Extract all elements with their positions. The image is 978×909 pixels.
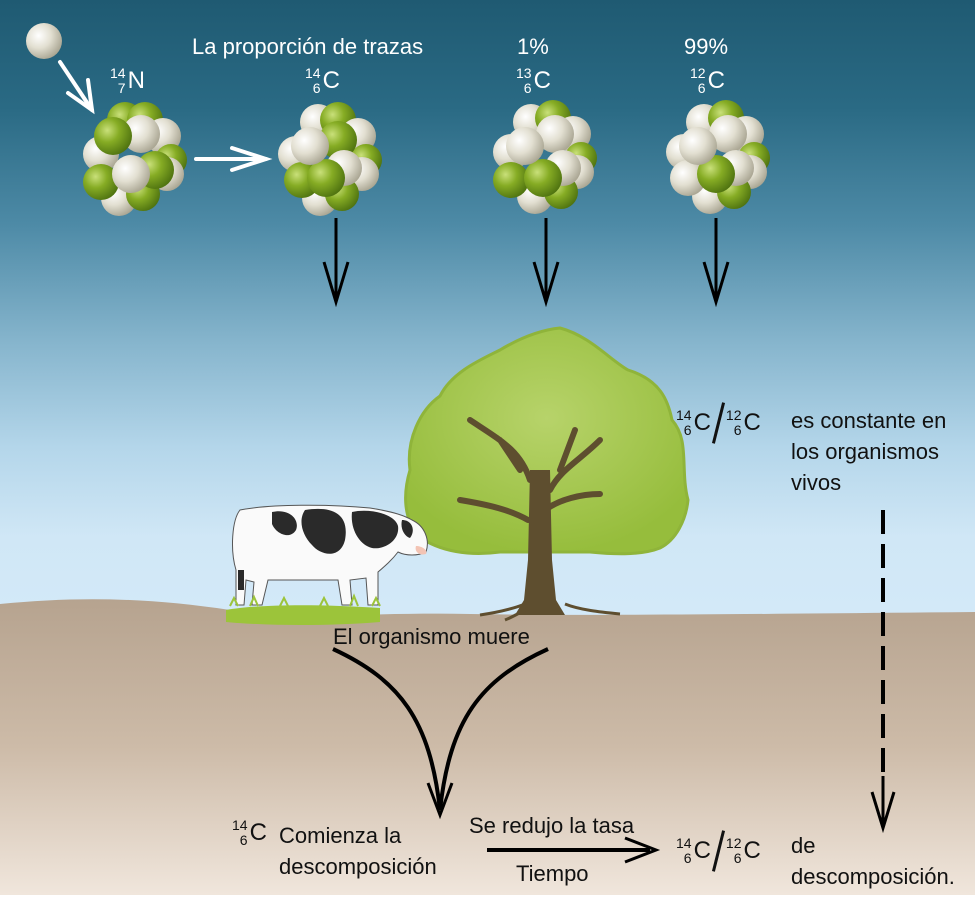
text-line: descomposición. bbox=[791, 864, 955, 889]
text-line: de bbox=[791, 833, 816, 858]
atomic-number: 6 bbox=[523, 80, 532, 96]
arrow-down-icon bbox=[532, 218, 560, 308]
element-symbol: C bbox=[743, 837, 761, 864]
element-symbol: C bbox=[322, 67, 340, 94]
arrow-down-icon bbox=[702, 218, 730, 308]
element-symbol: C bbox=[743, 409, 761, 436]
carbon-13-nucleus-icon bbox=[493, 100, 597, 214]
text-line: Comienza la bbox=[279, 823, 402, 848]
atomic-number: 6 bbox=[697, 80, 706, 96]
nitrogen-14-nucleus-icon bbox=[83, 102, 187, 216]
atomic-number: 6 bbox=[733, 850, 742, 866]
cow-icon bbox=[226, 504, 428, 625]
ratio-slash bbox=[711, 402, 725, 444]
atomic-number: 6 bbox=[683, 422, 692, 438]
dashed-arrow-down-icon bbox=[870, 510, 896, 834]
c12-percent-label: 99% bbox=[684, 34, 729, 59]
mass-number: 14 bbox=[110, 65, 126, 81]
atomic-number: 7 bbox=[117, 80, 126, 96]
living-ratio-description: es constante en los organismos vivos bbox=[791, 405, 946, 498]
element-symbol: C bbox=[707, 67, 725, 94]
atomic-number: 6 bbox=[239, 832, 248, 848]
atomic-number: 6 bbox=[683, 850, 692, 866]
mass-number: 13 bbox=[516, 65, 532, 81]
mass-number: 14 bbox=[676, 835, 692, 851]
decay-ratio-description: de descomposición. bbox=[791, 830, 955, 892]
mass-number: 12 bbox=[725, 407, 742, 423]
trace-proportion-title: La proporción de trazas bbox=[192, 34, 424, 59]
down-arrows bbox=[322, 218, 730, 308]
text-line: vivos bbox=[791, 470, 842, 495]
atomic-number: 6 bbox=[733, 422, 742, 438]
element-symbol: C bbox=[693, 409, 711, 436]
element-symbol: N bbox=[127, 67, 145, 94]
element-symbol: C bbox=[693, 837, 711, 864]
time-label: Tiempo bbox=[516, 861, 589, 886]
mass-number: 14 bbox=[305, 65, 321, 81]
decay-start-description: Comienza la descomposición bbox=[279, 820, 437, 882]
element-symbol: C bbox=[249, 819, 267, 846]
arrow-down-icon bbox=[322, 218, 350, 308]
mass-number: 14 bbox=[676, 407, 692, 423]
mass-number: 12 bbox=[690, 65, 706, 81]
rate-reduced-label: Se redujo la tasa bbox=[469, 813, 635, 838]
atomic-number: 6 bbox=[312, 80, 321, 96]
text-line: es constante en bbox=[791, 408, 947, 433]
time-arrow-icon bbox=[487, 836, 661, 864]
element-symbol: C bbox=[533, 67, 551, 94]
organism-dies-label: El organismo muere bbox=[333, 624, 530, 649]
carbon-12-nucleus-icon bbox=[666, 100, 770, 214]
neutron-particle-icon bbox=[26, 23, 62, 59]
text-line: los organismos bbox=[791, 439, 939, 464]
transmutation-arrow-icon bbox=[194, 146, 273, 172]
text-line: descomposición bbox=[279, 854, 437, 879]
c13-percent-label: 1% bbox=[517, 34, 549, 59]
mass-number: 12 bbox=[725, 835, 742, 851]
carbon-14-nucleus-icon bbox=[278, 102, 382, 216]
capture-arrow-icon bbox=[58, 60, 95, 115]
mass-number: 14 bbox=[232, 817, 248, 833]
tree-icon bbox=[404, 326, 690, 622]
ratio-slash bbox=[711, 830, 725, 872]
converging-arrows-icon bbox=[332, 647, 549, 820]
